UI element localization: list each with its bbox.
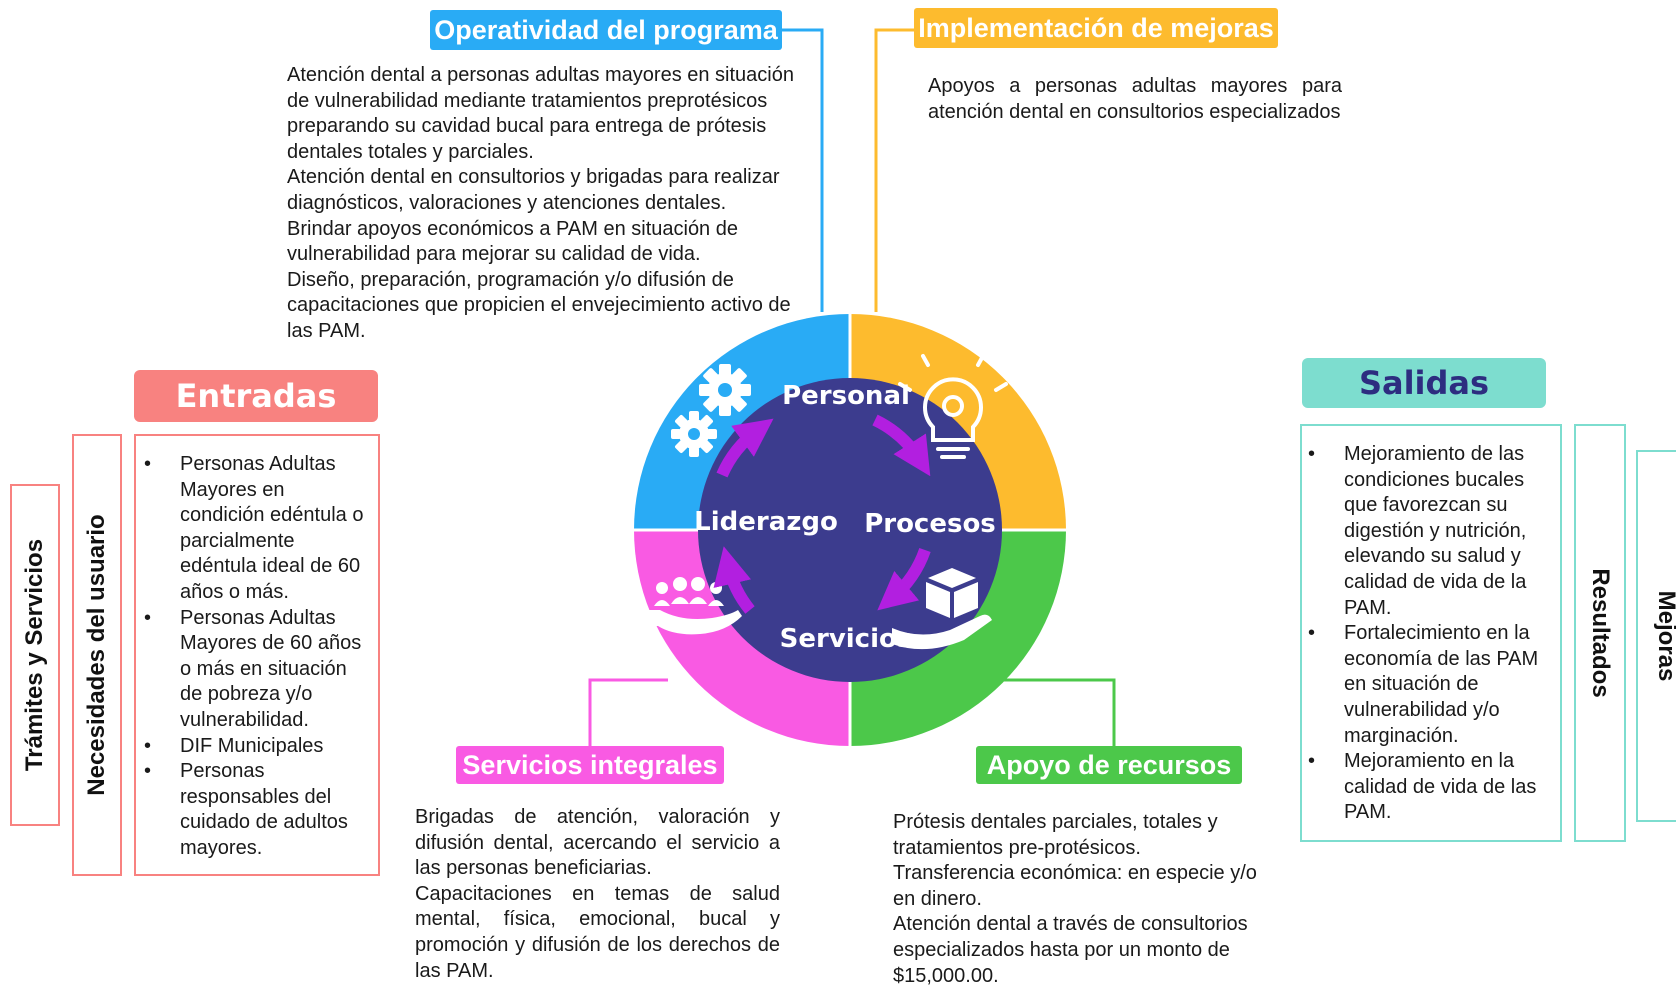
necesidades-usuario-box: Necesidades del usuario [72, 434, 122, 876]
center-label-personal: Personal [782, 381, 910, 411]
box-in-hand-icon [892, 568, 992, 650]
operatividad-title: Operatividad del programa [430, 10, 782, 50]
arrow-top-left [716, 418, 774, 478]
tramites-servicios-label: Trámites y Servicios [21, 538, 48, 772]
center-label-liderazgo: Liderazgo [694, 507, 838, 537]
entradas-header: Entradas [134, 370, 378, 422]
resultados-box: Resultados [1574, 424, 1626, 842]
mejoras-box: Mejoras [1636, 450, 1676, 822]
connector-top-right [874, 28, 914, 312]
entradas-item: Personas Adultas Mayores de 60 años o má… [138, 606, 374, 734]
entradas-item: DIF Municipales [138, 734, 374, 760]
salidas-item: Mejoramiento de las condiciones bucales … [1302, 442, 1552, 621]
operatividad-paragraph: Atención dental a personas adultas mayor… [287, 64, 794, 163]
salidas-item: Fortalecimiento en la economía de las PA… [1302, 621, 1552, 749]
apoyo-recursos-title: Apoyo de recursos [976, 746, 1242, 784]
entradas-list: Personas Adultas Mayores en condición ed… [138, 452, 374, 862]
center-label-procesos: Procesos [864, 509, 996, 539]
arrow-top-right [872, 414, 931, 477]
mejoras-label: Mejoras [1653, 590, 1676, 682]
people-in-hand-icon [640, 577, 742, 635]
gears-icon [671, 364, 751, 457]
servicios-paragraph: Capacitaciones en temas de salud mental,… [415, 882, 780, 982]
entradas-item: Personas responsables del cuidado de adu… [138, 759, 374, 861]
circular-arrows-icon [713, 414, 931, 614]
servicios-paragraph: Brigadas de atención, valoración y difus… [415, 806, 780, 880]
operatividad-paragraph: Diseño, preparación, programación y/o di… [287, 268, 791, 342]
salidas-box: Mejoramiento de las condiciones bucales … [1300, 424, 1562, 842]
salidas-list: Mejoramiento de las condiciones bucales … [1302, 442, 1552, 826]
salidas-header: Salidas [1302, 358, 1546, 408]
necesidades-usuario-label: Necesidades del usuario [83, 514, 110, 796]
cycle-diagram: Personal Procesos Servicios Liderazgo [632, 312, 1068, 748]
apoyo-paragraph: Prótesis dentales parciales, totales y t… [893, 811, 1218, 859]
servicios-integrales-text: Brigadas de atención, valoración y difus… [415, 805, 780, 984]
resultados-label: Resultados [1587, 568, 1614, 698]
connector-top-left [780, 28, 824, 312]
arrow-bottom-right [877, 547, 931, 611]
salidas-item: Mejoramiento en la calidad de vida de la… [1302, 749, 1552, 826]
entradas-box: Personas Adultas Mayores en condición ed… [134, 434, 380, 876]
tramites-servicios-box: Trámites y Servicios [10, 484, 60, 826]
connector-bottom-left [588, 678, 668, 748]
operatividad-paragraph: Brindar apoyos económicos a PAM en situa… [287, 217, 738, 266]
entradas-item: Personas Adultas Mayores en condición ed… [138, 452, 374, 606]
implementacion-text: Apoyos a personas adultas mayores para a… [928, 74, 1342, 125]
arrow-bottom-left [713, 546, 755, 614]
implementacion-title: Implementación de mejoras [914, 8, 1278, 48]
apoyo-paragraph: Atención dental a través de consultorios… [893, 913, 1248, 987]
lightbulb-gear-icon [898, 354, 1008, 459]
apoyo-recursos-text: Prótesis dentales parciales, totales y t… [893, 810, 1263, 989]
operatividad-paragraph: Atención dental en consultorios y brigad… [287, 166, 780, 214]
connector-bottom-right [1000, 678, 1116, 748]
operatividad-text: Atención dental a personas adultas mayor… [287, 63, 817, 345]
implementacion-paragraph: Apoyos a personas adultas mayores para a… [928, 75, 1342, 123]
center-label-servicios: Servicios [780, 624, 913, 654]
servicios-integrales-title: Servicios integrales [456, 746, 724, 784]
apoyo-paragraph: Transferencia económica: en especie y/o … [893, 862, 1257, 910]
